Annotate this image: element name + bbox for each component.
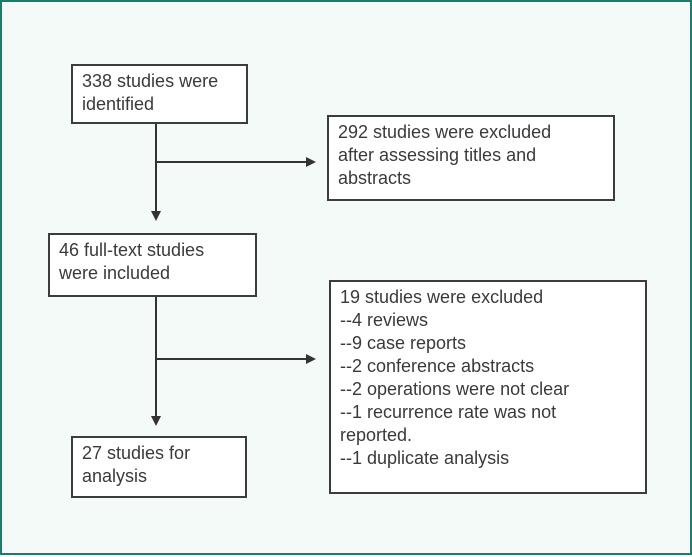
identified-line-1: 338 studies were [82,71,219,91]
excluded-fulltext-line-3: --9 case reports [340,333,467,353]
excluded-fulltext-line-6: --1 recurrence rate was not [340,402,557,422]
identified-line-2: identified [82,94,155,114]
analysis-box: 27 studies for analysis [71,436,247,498]
excluded-titles-line-3: abstracts [338,168,412,188]
excluded-fulltext-box: 19 studies were excluded --4 reviews --9… [329,280,647,494]
excluded-fulltext-line-8: --1 duplicate analysis [340,448,510,468]
excluded-fulltext-line-4: --2 conference abstracts [340,356,535,376]
analysis-line-1: 27 studies for [82,443,191,463]
fulltext-line-2: were included [59,263,171,283]
analysis-line-2: analysis [82,466,148,486]
excluded-titles-box: 292 studies were excluded after assessin… [327,115,615,201]
identified-box: 338 studies were identified [71,64,248,124]
fulltext-line-1: 46 full-text studies [59,240,205,260]
excluded-fulltext-line-5: --2 operations were not clear [340,379,570,399]
excluded-titles-line-2: after assessing titles and [338,145,537,165]
excluded-fulltext-line-1: 19 studies were excluded [340,287,544,307]
excluded-fulltext-line-2: --4 reviews [340,310,429,330]
excluded-titles-line-1: 292 studies were excluded [338,122,552,142]
fulltext-box: 46 full-text studies were included [48,233,257,297]
excluded-fulltext-line-7: reported. [340,425,413,445]
